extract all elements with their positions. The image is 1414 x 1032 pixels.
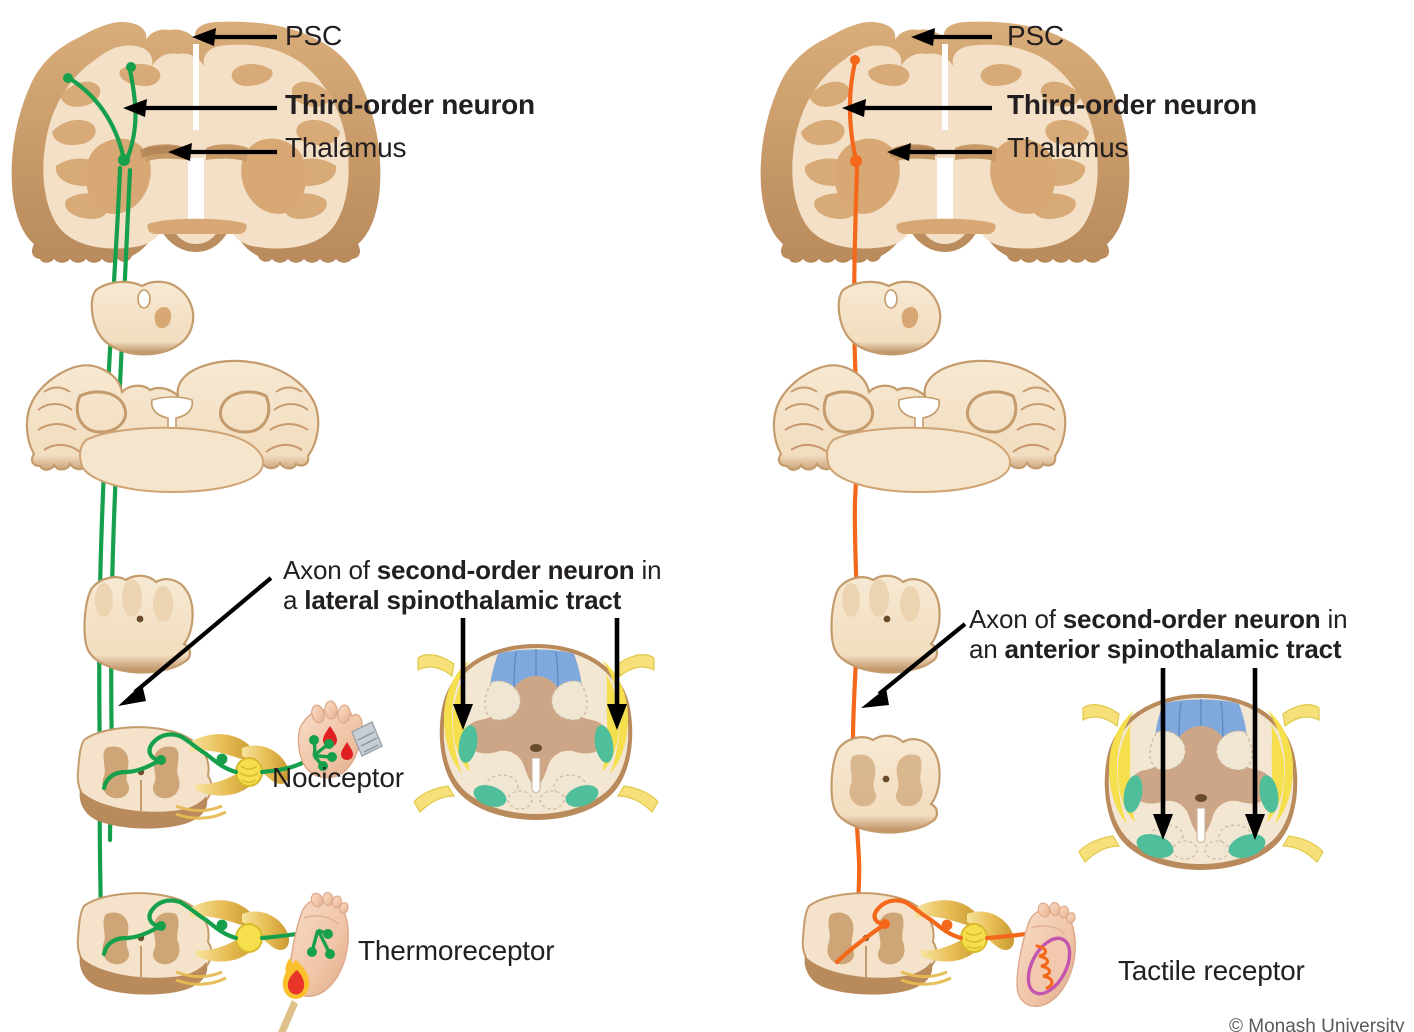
thoracic-cord-section-right xyxy=(830,734,941,834)
arrow-thalamus xyxy=(168,143,277,161)
lateral-spinothalamic-tract-highlight-right xyxy=(594,725,614,763)
label-third-order-neuron-left: Third-order neuron xyxy=(285,89,535,120)
axon-text-pre-2: a xyxy=(283,584,305,615)
razor-blade-icon xyxy=(351,721,383,757)
thalamic-relay-soma-right xyxy=(850,155,862,167)
arrow-inset-left-right-panel xyxy=(1153,668,1173,840)
axon-text-bold-1r: second-order neuron xyxy=(1062,604,1321,634)
anterior-spinothalamic-tract-panel: PSC Third-order neuron Thalamus Axon of … xyxy=(707,0,1414,1032)
lateral-spinothalamic-tract-panel: PSC Third-order neuron Thalamus Axon of … xyxy=(11,20,662,1032)
midbrain-section xyxy=(90,280,195,356)
cervical-spinal-nerve-roots xyxy=(175,734,290,820)
axon-text-post-r: in xyxy=(1320,604,1348,634)
arrow-second-order-axon-right xyxy=(861,622,967,708)
arrow-thalamus-right xyxy=(887,143,992,161)
label-nociceptor: Nociceptor xyxy=(272,762,404,793)
arrow-psc xyxy=(192,28,277,46)
spinal-cord-inset-lateral xyxy=(413,644,659,820)
tactile-corpuscle-icon xyxy=(1026,936,1072,996)
label-tactile-receptor: Tactile receptor xyxy=(1118,955,1305,986)
label-psc-right: PSC xyxy=(1007,20,1064,51)
thalamic-relay-soma xyxy=(118,154,130,166)
synapse-node-lumbar xyxy=(156,921,166,931)
third-order-terminal-right xyxy=(850,55,860,65)
label-psc-left: PSC xyxy=(285,20,342,51)
arrow-inset-left xyxy=(453,618,473,730)
label-thermoreceptor: Thermoreceptor xyxy=(358,935,555,966)
arrow-third-order-neuron-right xyxy=(842,99,992,117)
neuron-soma xyxy=(216,753,228,765)
axon-text-bold-2r: anterior spinothalamic tract xyxy=(1004,633,1342,664)
neuron-soma-right xyxy=(941,919,953,931)
dorsal-root-ganglion-lumbar xyxy=(235,923,263,953)
axon-text-bold-1: second-order neuron xyxy=(376,555,635,585)
axon-text-pre: Axon of xyxy=(283,555,377,585)
right-label-arrows xyxy=(842,28,1265,840)
medulla-section-right xyxy=(830,574,941,674)
midbrain-section-right xyxy=(837,280,942,356)
pons-cerebellum-section-right xyxy=(772,359,1067,494)
axon-text-pre-2r: an xyxy=(969,633,1005,664)
synapse-node-right xyxy=(880,919,890,929)
right-panel-artwork xyxy=(760,21,1324,1007)
label-third-order-neuron-right: Third-order neuron xyxy=(1007,89,1257,120)
copyright-notice: © Monash University xyxy=(1229,1016,1405,1032)
synapse-node xyxy=(156,755,166,765)
arrow-psc-right xyxy=(911,28,992,46)
axon-text-bold-2: lateral spinothalamic tract xyxy=(304,584,622,615)
hand-with-blade-illustration xyxy=(297,700,383,779)
anterior-spinothalamic-tract-highlight-right xyxy=(1228,834,1266,858)
lateral-spinothalamic-tract-highlight-left xyxy=(458,725,478,763)
axon-text-pre-r: Axon of xyxy=(969,604,1063,634)
neuron-soma-lumbar xyxy=(216,919,228,931)
arrow-inset-right xyxy=(607,618,627,730)
lumbar-spinal-nerve-roots-right xyxy=(900,900,1015,986)
foot-with-flame-illustration xyxy=(278,891,349,1032)
third-order-terminal xyxy=(63,73,73,83)
left-label-arrows xyxy=(118,28,627,730)
arrow-second-order-axon xyxy=(118,576,273,706)
label-thalamus-left: Thalamus xyxy=(285,132,407,163)
lumbar-spinal-nerve-roots xyxy=(175,900,290,986)
label-thalamus-right: Thalamus xyxy=(1007,132,1129,163)
anterior-spinothalamic-tract-highlight-left xyxy=(1136,834,1174,858)
label-second-order-axon-left: Axon of second-order neuron in a lateral… xyxy=(283,555,723,616)
spinal-cord-inset-anterior xyxy=(1078,694,1324,870)
arrow-third-order-neuron xyxy=(123,99,277,117)
axon-text-post: in xyxy=(634,555,662,585)
third-order-terminal-2 xyxy=(126,62,136,72)
cerebrum-coronal-section xyxy=(11,21,381,263)
medulla-section xyxy=(83,574,194,674)
pons-cerebellum-section xyxy=(25,359,320,494)
left-panel-artwork xyxy=(11,21,659,1032)
foot-with-corpuscle-illustration xyxy=(1016,901,1076,1007)
label-second-order-axon-right: Axon of second-order neuron in an anteri… xyxy=(969,604,1414,665)
lumbar-cord-section xyxy=(76,892,213,995)
arrow-inset-right-right-panel xyxy=(1245,668,1265,840)
flame-icon xyxy=(278,958,310,1032)
